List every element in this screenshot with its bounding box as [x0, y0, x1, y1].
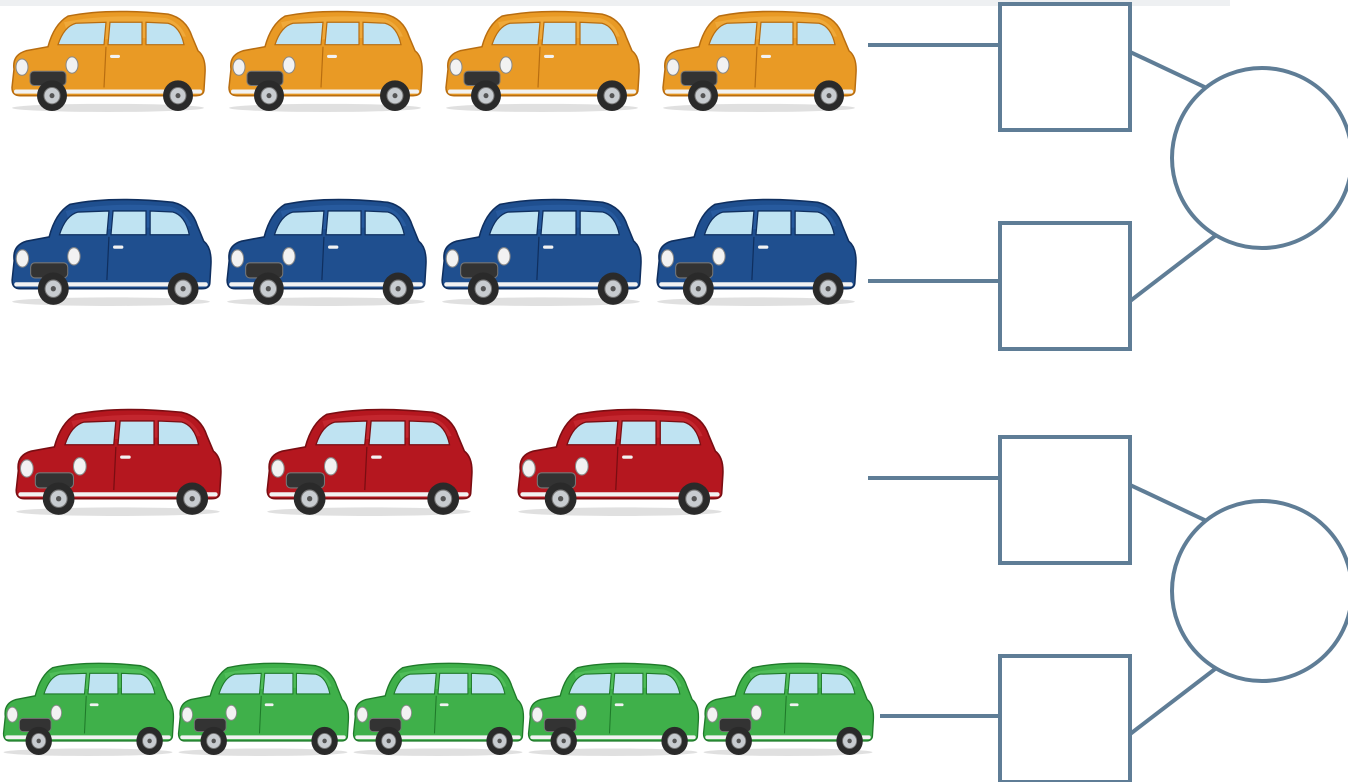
car-orange — [228, 10, 423, 112]
car-red — [517, 408, 724, 516]
car-orange — [11, 10, 206, 112]
sum-circles — [1170, 66, 1348, 683]
connector-lines — [868, 43, 1219, 736]
car-green — [2, 662, 175, 756]
car-blue — [226, 198, 427, 306]
car-red — [266, 408, 473, 516]
car-row-green — [2, 662, 875, 756]
car-green — [352, 662, 525, 756]
car-green — [702, 662, 875, 756]
answer-box-2[interactable] — [998, 221, 1132, 351]
answer-box-3[interactable] — [998, 435, 1132, 565]
car-row-blue — [11, 198, 857, 306]
car-green — [177, 662, 350, 756]
car-blue — [441, 198, 642, 306]
sum-circle-1[interactable] — [1170, 66, 1348, 250]
car-row-red — [15, 408, 724, 516]
sum-connector-top-2 — [1129, 483, 1208, 523]
sum-connector-top-1 — [1129, 50, 1208, 90]
sum-circle-2[interactable] — [1170, 499, 1348, 683]
car-red — [15, 408, 222, 516]
sum-connector-bottom-2 — [1128, 665, 1219, 736]
car-row-orange — [11, 10, 857, 112]
top-border — [0, 0, 1230, 6]
cars-layer — [2, 10, 875, 756]
answer-boxes — [998, 2, 1132, 782]
answer-box-1[interactable] — [998, 2, 1132, 132]
answer-box-4[interactable] — [998, 654, 1132, 782]
car-orange — [662, 10, 857, 112]
car-blue — [11, 198, 212, 306]
sum-connector-bottom-1 — [1128, 232, 1219, 303]
car-green — [527, 662, 700, 756]
car-orange — [445, 10, 640, 112]
car-blue — [656, 198, 857, 306]
